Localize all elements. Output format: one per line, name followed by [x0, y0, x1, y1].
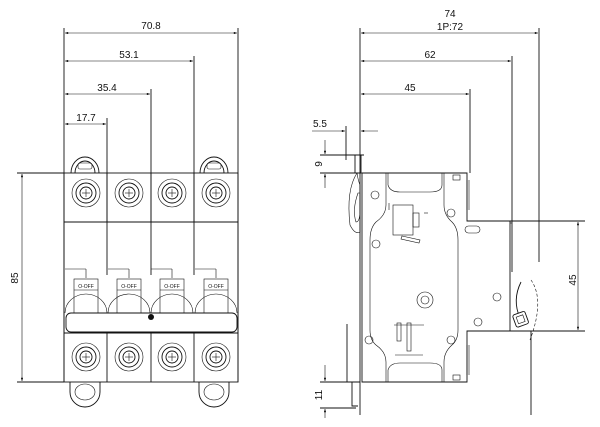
dimension-11: 11	[314, 365, 360, 418]
terminal-screw-icon[interactable]	[157, 178, 187, 208]
dimension-9: 9	[314, 140, 364, 188]
dimension-62: 62	[361, 50, 511, 63]
svg-text:53.1: 53.1	[119, 50, 139, 61]
pole: O-OFF	[150, 178, 194, 372]
dimension-53-1: 53.1	[65, 50, 193, 63]
toggle-switch[interactable]: O-OFF	[107, 268, 151, 314]
terminal-screw-icon[interactable]	[157, 342, 187, 372]
svg-text:1P:72: 1P:72	[437, 22, 464, 33]
terminal-screw-icon[interactable]	[71, 178, 101, 208]
toggle-label: O-OFF	[78, 284, 94, 290]
dimension-17-7: 17.7	[65, 113, 106, 126]
terminal-screw-icon[interactable]	[114, 342, 144, 372]
svg-text:62: 62	[424, 50, 436, 61]
svg-text:45: 45	[404, 83, 416, 94]
svg-text:11: 11	[314, 389, 325, 400]
svg-text:5.5: 5.5	[313, 119, 327, 130]
dimension-45-depth: 45	[361, 83, 469, 96]
svg-text:17.7: 17.7	[76, 113, 96, 124]
terminal-screw-icon[interactable]	[201, 342, 231, 372]
tie-bar-pin	[148, 314, 154, 320]
side-toggle-knob[interactable]	[512, 311, 529, 328]
din-clip-top	[70, 156, 229, 174]
dimension-45-front: 45	[490, 220, 585, 332]
pole: O-OFF	[64, 178, 108, 372]
dimension-5-5: 5.5	[312, 119, 378, 160]
side-view: 74 1P:72 62 45 5.5 9 11 45	[312, 9, 585, 418]
dimension-35-4: 35.4	[65, 83, 150, 96]
svg-text:70.8: 70.8	[141, 21, 161, 32]
mounting-instruction-label	[388, 203, 428, 356]
din-clip-bottom	[69, 382, 230, 408]
toggle-label: O-OFF	[208, 284, 224, 290]
front-view: 70.8 53.1 35.4 17.7 85 O-OFF O-OFF O-OFF O-…	[10, 21, 239, 408]
toggle-label: O-OFF	[121, 284, 137, 290]
terminal-screw-icon[interactable]	[71, 342, 101, 372]
pole: O-OFF	[107, 178, 151, 372]
svg-text:74: 74	[444, 9, 456, 20]
toggle-switch[interactable]: O-OFF	[194, 268, 238, 314]
pole: O-OFF	[194, 178, 238, 372]
terminal-screw-icon[interactable]	[114, 178, 144, 208]
svg-text:45: 45	[568, 274, 579, 286]
handle-tie-bar[interactable]	[65, 312, 238, 333]
dimension-70-8: 70.8	[65, 21, 237, 35]
toggle-label: O-OFF	[164, 284, 180, 290]
dimension-74: 74 1P:72	[361, 9, 539, 35]
terminal-screw-icon[interactable]	[201, 178, 231, 208]
dimension-85: 85	[10, 172, 64, 383]
side-body	[361, 172, 511, 383]
svg-text:85: 85	[10, 272, 21, 284]
toggle-switch[interactable]: O-OFF	[64, 268, 108, 314]
svg-text:35.4: 35.4	[97, 83, 117, 94]
toggle-switch[interactable]: O-OFF	[150, 268, 194, 314]
svg-text:9: 9	[314, 161, 325, 167]
